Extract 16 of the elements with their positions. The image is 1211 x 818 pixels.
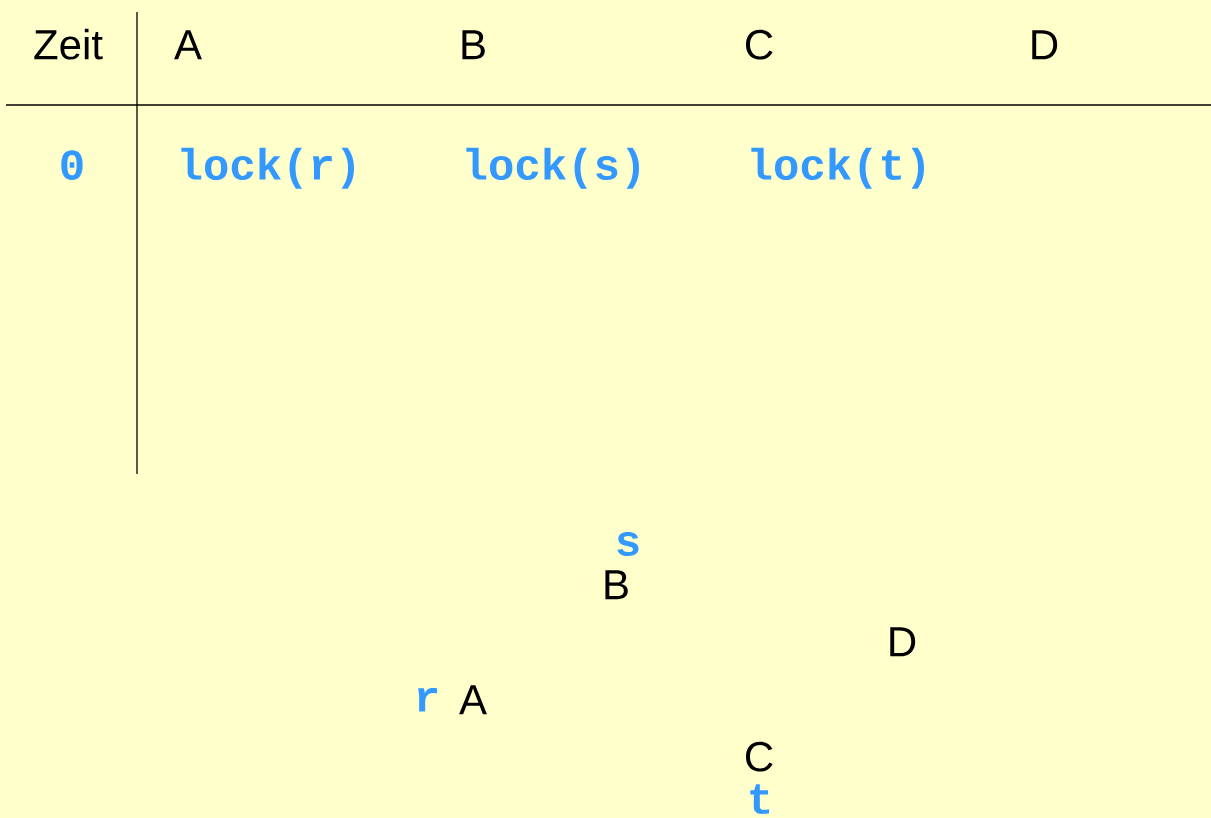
process-label: D <box>890 627 916 657</box>
resource-label: r <box>418 687 438 712</box>
table-cell: lock(s) <box>466 147 639 189</box>
table-cell: lock(r) <box>181 147 354 189</box>
column-header: A <box>174 30 202 60</box>
process-label: C <box>745 741 773 772</box>
column-header: D <box>1032 30 1058 60</box>
time-value: 0 <box>61 150 83 180</box>
resource-label: t <box>750 784 770 814</box>
column-header: Zeit <box>34 28 103 60</box>
table-cell: lock(t) <box>751 147 924 189</box>
column-header: B <box>462 30 485 60</box>
process-label: A <box>459 685 487 715</box>
resource-label: s <box>617 531 639 556</box>
process-label: B <box>605 570 628 600</box>
column-header: C <box>745 29 773 60</box>
